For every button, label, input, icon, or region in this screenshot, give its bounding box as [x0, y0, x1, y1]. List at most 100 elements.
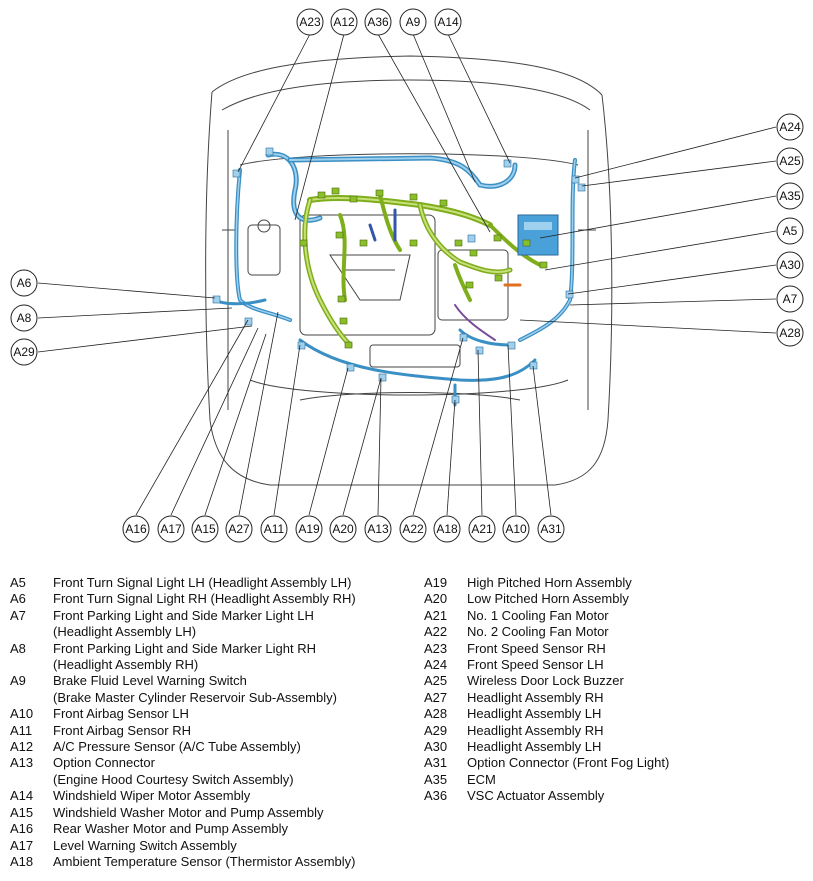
legend-item-a20: A20 Low Pitched Horn Assembly — [424, 591, 804, 607]
callout-label-a31: A31 — [540, 522, 562, 536]
callout-label-a24: A24 — [779, 120, 801, 134]
legend-description-line: High Pitched Horn Assembly — [467, 575, 632, 590]
callout-a14: A14 — [434, 8, 462, 36]
legend-code: A35 — [424, 771, 448, 787]
legend-item-a10: A10 Front Airbag Sensor LH — [10, 706, 410, 722]
legend-code: A20 — [424, 591, 448, 607]
callout-label-a8: A8 — [17, 311, 32, 325]
legend-code: A30 — [424, 739, 448, 755]
callout-a9: A9 — [399, 8, 427, 36]
legend-description-line: Front Airbag Sensor LH — [53, 706, 189, 722]
callout-label-a13: A13 — [367, 522, 389, 536]
legend-item-a7: A7 Front Parking Light and Side Marker Li… — [10, 608, 410, 641]
engine-wire-harness — [302, 193, 542, 348]
legend-code: A14 — [10, 788, 34, 804]
legend-item-a12: A12 A/C Pressure Sensor (A/C Tube Assembl… — [10, 739, 410, 755]
callout-a23: A23 — [296, 8, 324, 36]
callout-label-a28: A28 — [779, 326, 801, 340]
legend-code: A16 — [10, 821, 34, 837]
legend-code: A31 — [424, 755, 448, 771]
legend-description: Front Speed Sensor RH — [467, 641, 804, 657]
legend-item-a16: A16 Rear Washer Motor and Pump Assembly — [10, 821, 410, 837]
legend-description-line: Rear Washer Motor and Pump Assembly — [53, 821, 289, 837]
legend-description: Low Pitched Horn Assembly — [467, 591, 804, 607]
legend-description-line: Windshield Wiper Motor Assembly — [53, 788, 251, 804]
legend-description-line: Low Pitched Horn Assembly — [467, 591, 629, 607]
legend-description: Windshield Wiper Motor Assembly — [53, 788, 410, 804]
legend-item-a30: A30 Headlight Assembly LH — [424, 739, 804, 755]
connectors — [299, 187, 548, 349]
legend-code: A18 — [10, 853, 34, 869]
callout-label-a5: A5 — [783, 224, 798, 238]
legend-description-line: Brake Fluid Level Warning Switch — [53, 673, 247, 689]
callout-label-a19: A19 — [298, 522, 320, 536]
callout-a7: A7 — [776, 285, 804, 313]
legend-description: Front Parking Light and Side Marker Ligh… — [53, 608, 410, 641]
vehicle-outline — [205, 55, 613, 486]
legend-description: Option Connector(Engine Hood Courtesy Sw… — [53, 755, 410, 788]
callout-a19: A19 — [295, 515, 323, 543]
legend-description-line: Headlight Assembly LH — [467, 739, 602, 755]
body-connectors — [212, 147, 586, 404]
legend-description: Headlight Assembly LH — [467, 739, 804, 755]
legend-code: A10 — [10, 706, 34, 722]
callout-label-a11: A11 — [264, 522, 285, 536]
callout-label-a20: A20 — [332, 522, 354, 536]
legend-code: A28 — [424, 706, 448, 722]
legend-code: A5 — [10, 575, 26, 590]
callout-label-a10: A10 — [505, 522, 527, 536]
legend-description-line: (Headlight Assembly RH) — [53, 657, 199, 673]
legend-description: Headlight Assembly LH — [467, 706, 804, 722]
legend-description: No. 2 Cooling Fan Motor — [467, 624, 804, 640]
callout-a8: A8 — [10, 304, 38, 332]
callout-a18: A18 — [433, 515, 461, 543]
legend-description-line: No. 1 Cooling Fan Motor — [467, 607, 609, 623]
legend-code: A12 — [10, 739, 34, 755]
legend-code: A21 — [424, 607, 448, 623]
callout-a16: A16 — [122, 515, 150, 543]
callout-a28: A28 — [776, 319, 804, 347]
legend-description-line: Headlight Assembly RH — [467, 689, 604, 705]
legend-description-line: (Engine Hood Courtesy Switch Assembly) — [53, 771, 294, 787]
legend-description: Front Parking Light and Side Marker Ligh… — [53, 641, 410, 674]
legend-code: A6 — [10, 591, 26, 607]
legend-code: A9 — [10, 673, 26, 689]
legend-item-a14: A14 Windshield Wiper Motor Assembly — [10, 788, 410, 804]
legend-description-line: Front Speed Sensor LH — [467, 657, 604, 673]
callout-a29: A29 — [10, 338, 38, 366]
callout-label-a30: A30 — [779, 258, 801, 272]
legend-item-a27: A27 Headlight Assembly RH — [424, 690, 804, 706]
callout-label-a35: A35 — [779, 189, 801, 203]
callout-a30: A30 — [776, 251, 804, 279]
callout-a20: A20 — [329, 515, 357, 543]
legend-item-a21: A21 No. 1 Cooling Fan Motor — [424, 608, 804, 624]
callout-a27: A27 — [225, 515, 253, 543]
legend-description: Front Speed Sensor LH — [467, 657, 804, 673]
legend-code: A29 — [424, 722, 448, 738]
callout-a35: A35 — [776, 182, 804, 210]
legend-code: A17 — [10, 837, 34, 853]
legend-description-line: ECM — [467, 771, 496, 787]
callout-label-a23: A23 — [299, 15, 321, 29]
legend-description: A/C Pressure Sensor (A/C Tube Assembly) — [53, 739, 410, 755]
legend-code: A7 — [10, 607, 26, 623]
callout-label-a22: A22 — [402, 522, 424, 536]
legend-description-line: No. 2 Cooling Fan Motor — [467, 624, 609, 640]
legend-code: A27 — [424, 689, 448, 705]
callout-a13: A13 — [364, 515, 392, 543]
legend-code: A36 — [424, 788, 448, 804]
leader-lines — [37, 33, 777, 516]
legend-code: A19 — [424, 575, 448, 590]
legend-description-line: Option Connector (Front Fog Light) — [467, 755, 670, 771]
callout-label-a29: A29 — [13, 345, 35, 359]
legend-description: Wireless Door Lock Buzzer — [467, 673, 804, 689]
